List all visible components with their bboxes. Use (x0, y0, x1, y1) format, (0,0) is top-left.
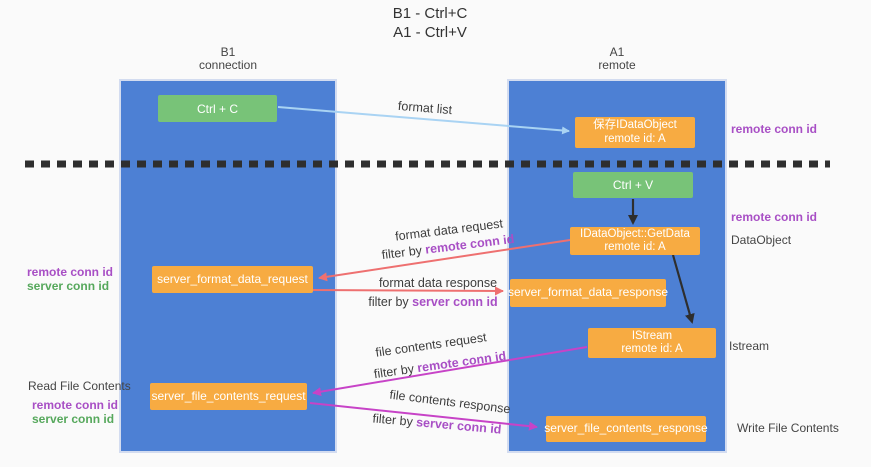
istream-line2: remote id: A (621, 343, 683, 355)
ctrl-c-label: Ctrl + C (196, 101, 238, 116)
server-file-contents-request-label: server_file_contents_request (151, 388, 306, 403)
filter-by-text: filter by (372, 361, 419, 382)
left-column-role: connection (198, 58, 258, 72)
format-data-response-arrow (312, 286, 504, 296)
file-contents-response-label: file contents response (388, 387, 512, 417)
remote-conn-id-label: remote conn id (27, 265, 114, 279)
format-list-label: format list (397, 98, 453, 118)
getdata-line2: remote id: A (604, 241, 666, 253)
right-column-header: A1 remote (507, 46, 727, 72)
remote-conn-id-label: remote conn id (731, 210, 818, 224)
left-column-name: B1 (220, 45, 236, 59)
file-contents-response-filter: filter by server conn id (372, 411, 502, 436)
left-column-header: B1 connection (119, 46, 337, 72)
remote-conn-id-key: remote conn id (416, 348, 508, 376)
write-file-contents-label: Write File Contents (737, 421, 839, 435)
left-file-conn-ids: remote conn id server conn id (32, 398, 118, 426)
title-line-1: B1 - Ctrl+C (392, 5, 468, 22)
istream-box: IStream remote id: A (588, 328, 716, 358)
ctrl-v-box: Ctrl + V (573, 172, 693, 198)
format-data-response-filter: filter by server conn id (368, 295, 497, 309)
format-data-response-label: format data response (378, 276, 498, 290)
server-file-contents-request-box: server_file_contents_request (150, 383, 307, 410)
server-conn-id-key: server conn id (415, 415, 502, 437)
server-conn-id-label: server conn id (27, 279, 110, 293)
title-line-2: A1 - Ctrl+V (393, 24, 467, 41)
server-file-contents-response-box: server_file_contents_response (544, 416, 708, 442)
server-conn-id-label: server conn id (32, 412, 115, 426)
read-file-contents-label: Read File Contents (28, 379, 131, 393)
ctrl-v-label: Ctrl + V (612, 178, 654, 192)
server-format-data-request-box: server_format_data_request (152, 266, 313, 293)
server-format-data-response-label: server_format_data_response (507, 285, 669, 300)
istream-side-label: Istream (729, 339, 770, 353)
save-dataobject-line2: remote id: A (604, 132, 666, 145)
save-dataobject-box: 保存IDataObject remote id: A (575, 117, 695, 148)
remote-conn-id-label: remote conn id (32, 398, 119, 412)
getdata-line1: IDataObject::GetData (580, 227, 690, 240)
dataobject-label: DataObject (731, 233, 792, 247)
server-format-data-request-label: server_format_data_request (157, 271, 308, 286)
right-column-name: A1 (609, 45, 625, 59)
server-file-contents-response-label: server_file_contents_response (544, 421, 708, 436)
filter-by-text: filter by (368, 295, 413, 309)
getdata-box: IDataObject::GetData remote id: A (570, 227, 700, 255)
remote-conn-id-label: remote conn id (731, 122, 818, 136)
istream-line1: IStream (631, 329, 673, 342)
diagram-title: B1 - Ctrl+C A1 - Ctrl+V (0, 4, 860, 42)
server-conn-id-key: server conn id (412, 295, 498, 309)
filter-by-text: filter by (372, 411, 417, 430)
ctrl-c-box: Ctrl + C (158, 95, 277, 122)
right-column-role: remote (598, 58, 636, 72)
filter-by-text: filter by (380, 242, 427, 263)
save-dataobject-line1: 保存IDataObject (593, 119, 677, 131)
server-format-data-response-box: server_format_data_response (507, 279, 669, 307)
left-format-conn-ids: remote conn id server conn id (27, 265, 113, 293)
